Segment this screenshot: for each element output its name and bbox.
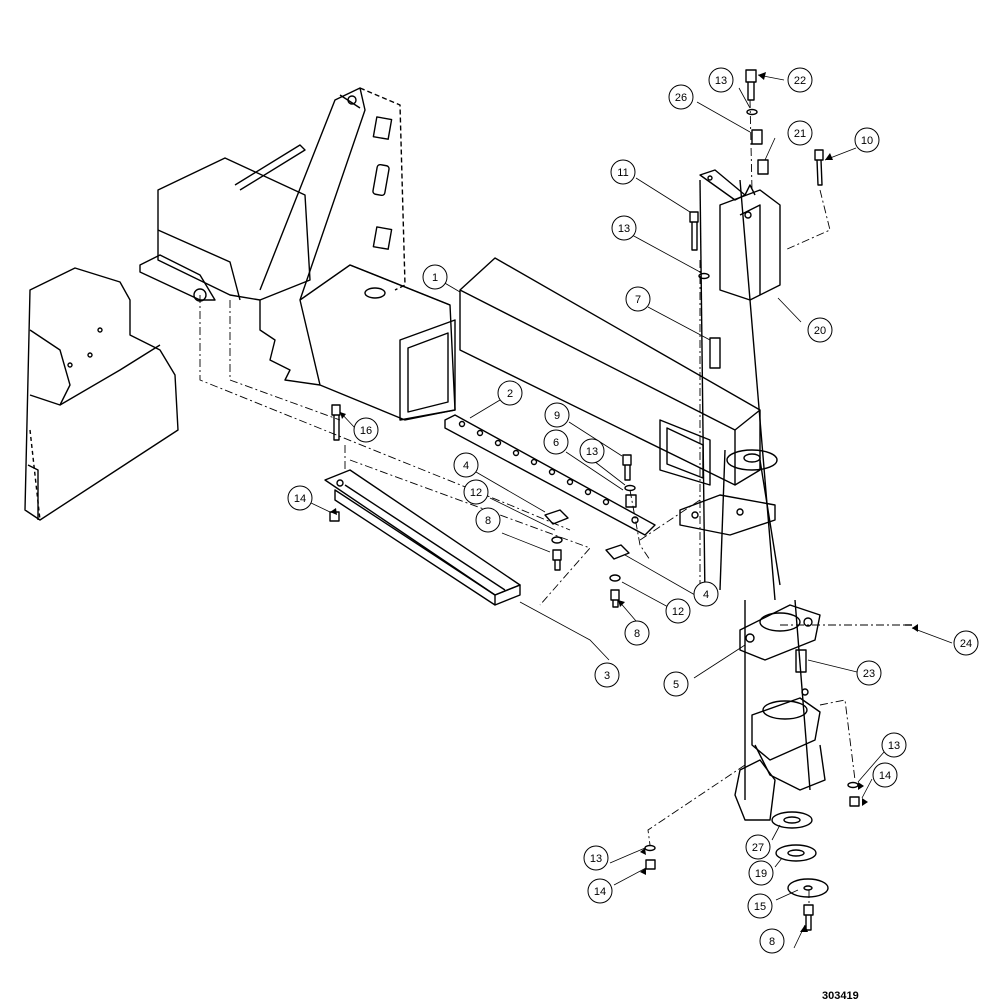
svg-text:22: 22 — [794, 75, 806, 87]
callout-4a: 4 — [453, 452, 479, 478]
callout-8c: 8 — [759, 928, 785, 954]
callout-3: 3 — [594, 662, 620, 688]
part-15-washer — [787, 878, 829, 898]
callout-10: 10 — [854, 127, 880, 153]
svg-text:7: 7 — [635, 294, 641, 306]
svg-text:8: 8 — [634, 628, 640, 640]
svg-text:24: 24 — [960, 638, 972, 650]
callout-22: 22 — [787, 67, 813, 93]
callout-13a: 13 — [708, 67, 734, 93]
lower-spindle-collar — [734, 688, 826, 821]
kingpost-tube — [679, 179, 811, 800]
callout-26: 26 — [668, 84, 694, 110]
part-2-strap — [444, 414, 656, 536]
part-5-collar — [739, 604, 821, 661]
svg-text:11: 11 — [617, 167, 628, 179]
callout-8b: 8 — [624, 620, 650, 646]
callout-6: 6 — [543, 429, 569, 455]
svg-text:9: 9 — [554, 410, 560, 422]
svg-text:15: 15 — [754, 901, 766, 913]
svg-text:13: 13 — [715, 75, 727, 87]
callout-27: 27 — [745, 834, 771, 860]
svg-text:3: 3 — [604, 670, 610, 682]
svg-text:12: 12 — [470, 487, 482, 499]
svg-text:16: 16 — [360, 425, 372, 437]
svg-text:6: 6 — [553, 437, 559, 449]
part-20-bracket — [699, 169, 781, 301]
callout-13c: 13 — [579, 438, 605, 464]
callout-11: 11 — [610, 159, 636, 185]
svg-text:26: 26 — [675, 92, 687, 104]
svg-text:27: 27 — [752, 842, 764, 854]
callout-23: 23 — [856, 660, 882, 686]
svg-text:13: 13 — [586, 446, 598, 458]
callout-8a: 8 — [475, 507, 501, 533]
part-3-slide-rail — [324, 469, 521, 606]
callout-4b: 4 — [693, 581, 719, 607]
callout-14b: 14 — [872, 762, 898, 788]
callout-13d: 13 — [881, 732, 907, 758]
svg-text:4: 4 — [463, 460, 469, 472]
leader-lines — [308, 74, 953, 949]
callout-21: 21 — [787, 120, 813, 146]
main-frame-weldment — [139, 87, 456, 421]
callout-7: 7 — [625, 286, 651, 312]
arrowheads — [330, 72, 918, 932]
callout-12a: 12 — [463, 479, 489, 505]
svg-text:19: 19 — [755, 868, 767, 880]
callout-13b: 13 — [611, 215, 637, 241]
svg-text:2: 2 — [507, 388, 513, 400]
svg-text:21: 21 — [794, 128, 806, 140]
svg-text:8: 8 — [485, 515, 491, 527]
callout-9: 9 — [544, 402, 570, 428]
svg-text:13: 13 — [590, 853, 602, 865]
figure-id: 303419 — [822, 990, 859, 1002]
callout-5: 5 — [663, 671, 689, 697]
callout-1: 1 — [422, 264, 448, 290]
svg-text:4: 4 — [703, 589, 709, 601]
svg-text:20: 20 — [814, 325, 826, 337]
svg-text:14: 14 — [294, 493, 306, 505]
callout-12b: 12 — [665, 598, 691, 624]
part-19-washer — [775, 844, 817, 862]
callouts: 1 2 3 4 4 5 6 7 8 8 8 9 10 11 12 12 13 1… — [287, 67, 979, 954]
svg-text:23: 23 — [863, 668, 875, 680]
callout-24: 24 — [953, 630, 979, 656]
part-1-beam — [459, 257, 761, 486]
svg-text:13: 13 — [888, 740, 900, 752]
part-27-washer — [771, 811, 813, 829]
callout-13e: 13 — [583, 845, 609, 871]
left-frame-section — [24, 267, 179, 521]
svg-text:5: 5 — [673, 679, 679, 691]
callout-14a: 14 — [287, 485, 313, 511]
svg-text:8: 8 — [769, 936, 775, 948]
callout-16: 16 — [353, 417, 379, 443]
fasteners — [329, 69, 912, 931]
callout-14c: 14 — [587, 878, 613, 904]
svg-text:13: 13 — [618, 223, 630, 235]
svg-text:14: 14 — [594, 886, 606, 898]
svg-text:12: 12 — [672, 606, 684, 618]
callout-15: 15 — [747, 893, 773, 919]
svg-text:14: 14 — [879, 770, 891, 782]
callout-20: 20 — [807, 317, 833, 343]
svg-text:10: 10 — [861, 135, 873, 147]
assembly-lines — [199, 99, 905, 905]
svg-text:1: 1 — [432, 272, 438, 284]
callout-19: 19 — [748, 860, 774, 886]
callout-2: 2 — [497, 380, 523, 406]
